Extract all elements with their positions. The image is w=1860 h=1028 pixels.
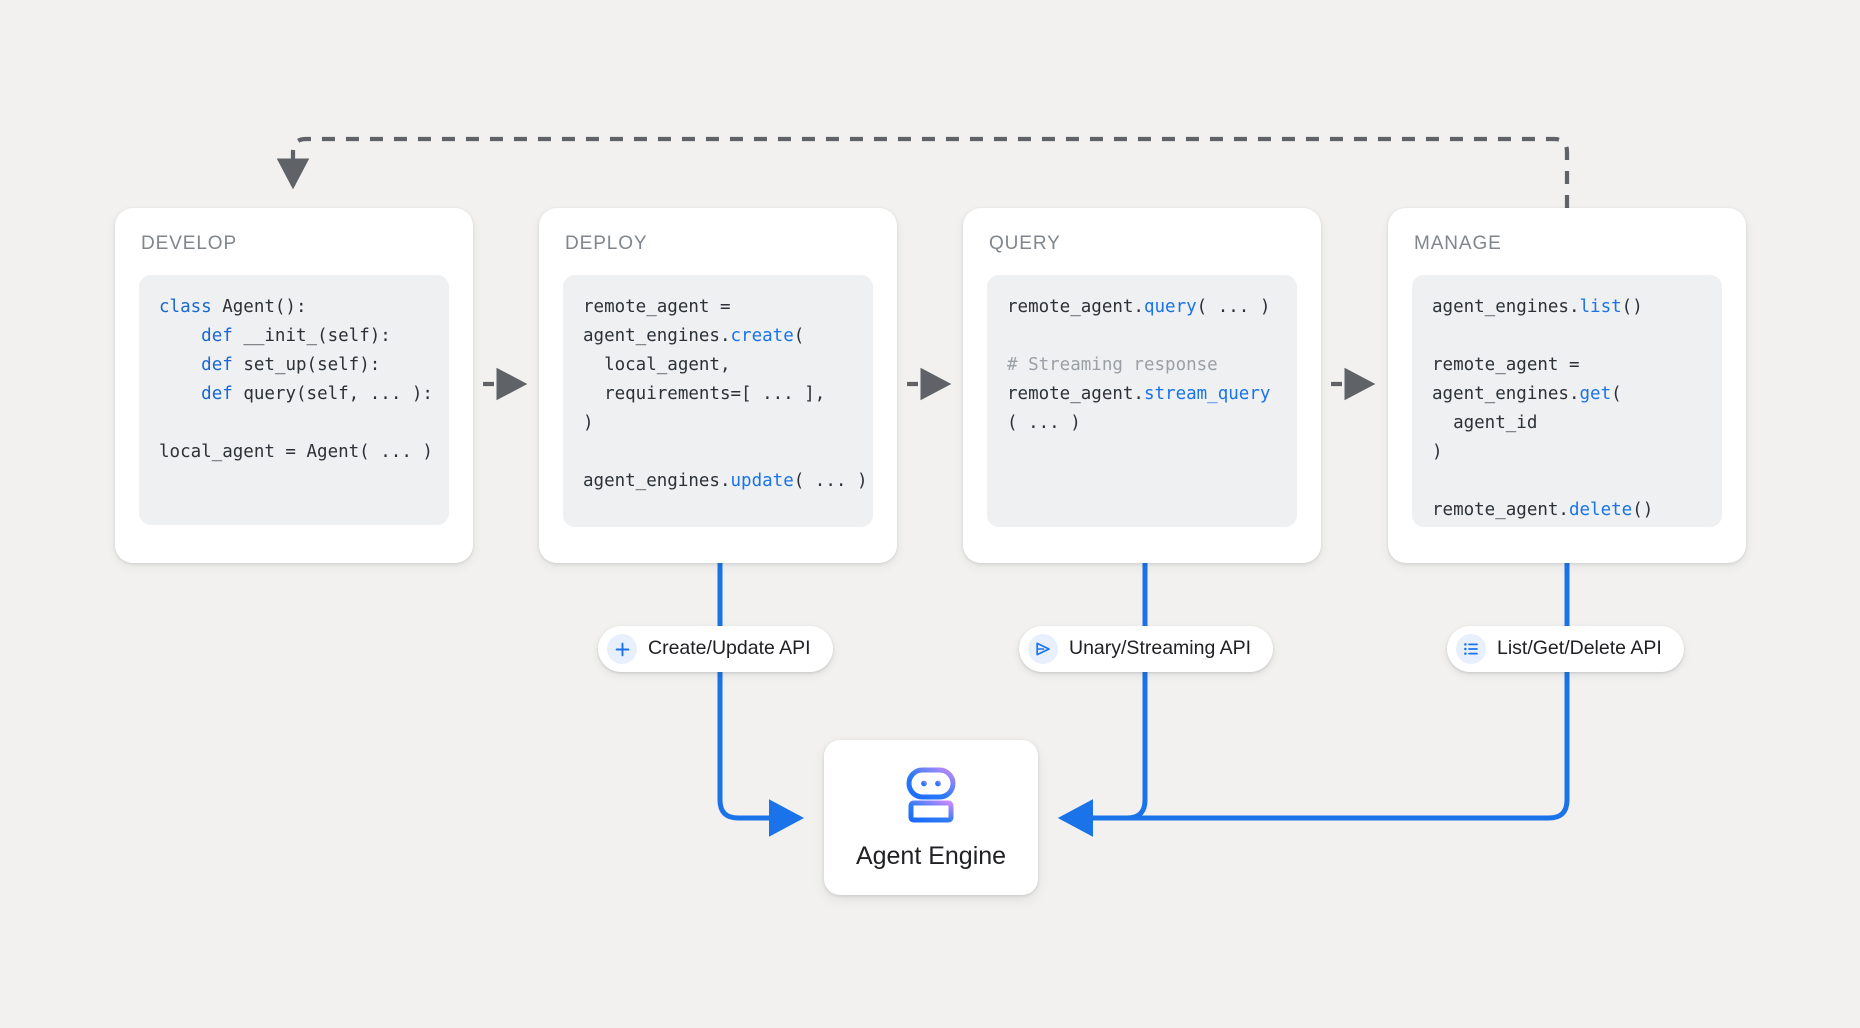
- code-line: agent_id: [1432, 413, 1538, 433]
- code-block-develop: class Agent(): def __init_(self): def se…: [139, 275, 449, 525]
- code-line: def __init_(self):: [201, 326, 391, 346]
- stage-title-develop: DEVELOP: [141, 233, 238, 254]
- stage-title-manage: MANAGE: [1414, 233, 1502, 254]
- api-pill-label: Create/Update API: [648, 637, 811, 660]
- code-blank-line: [159, 409, 431, 438]
- code-line: class Agent():: [159, 297, 307, 317]
- stage-card-manage: MANAGE agent_engines.list() remote_agent …: [1388, 208, 1746, 563]
- code-blank-line: [583, 438, 855, 467]
- code-line: local_agent,: [583, 355, 731, 375]
- connector-query-to-engine: [1057, 563, 1148, 837]
- code-line: def set_up(self):: [201, 355, 381, 375]
- code-blank-line: [1007, 322, 1279, 351]
- code-line: requirements=[ ... ],: [583, 384, 826, 404]
- code-line: agent_engines.list(): [1432, 297, 1643, 317]
- api-pill-create-update[interactable]: Create/Update API: [598, 626, 833, 672]
- agent-engine-node[interactable]: Agent Engine: [824, 740, 1038, 895]
- code-line: ( ... ): [1007, 413, 1081, 433]
- connector-manage-to-develop: [276, 136, 1570, 208]
- send-triangle-icon: [1028, 634, 1058, 664]
- code-line: remote_agent.stream_query: [1007, 384, 1271, 404]
- connector-manage-to-engine: [1057, 563, 1570, 837]
- code-line: remote_agent =: [583, 297, 731, 317]
- stage-card-query: QUERY remote_agent.query( ... ) # Streami…: [963, 208, 1321, 563]
- agent-engine-label: Agent Engine: [855, 841, 1007, 870]
- code-line: def query(self, ... ):: [201, 384, 433, 404]
- code-blank-line: [1432, 322, 1704, 351]
- code-line: ): [583, 413, 594, 433]
- code-line: remote_agent.query( ... ): [1007, 297, 1271, 317]
- api-pill-label: List/Get/Delete API: [1497, 637, 1662, 660]
- connector-deploy-to-engine: [717, 563, 805, 837]
- code-blank-line: [1432, 467, 1704, 496]
- code-line: local_agent = Agent( ... ): [159, 442, 433, 462]
- stage-title-deploy: DEPLOY: [565, 233, 648, 254]
- code-line: agent_engines.get(: [1432, 384, 1622, 404]
- api-pill-label: Unary/Streaming API: [1069, 637, 1252, 660]
- code-block-query: remote_agent.query( ... ) # Streaming res…: [987, 275, 1297, 527]
- code-line: # Streaming response: [1007, 355, 1218, 375]
- stage-card-develop: DEVELOP class Agent(): def __init_(self)…: [115, 208, 473, 563]
- code-line: ): [1432, 442, 1443, 462]
- stage-card-deploy: DEPLOY remote_agent = agent_engines.creat…: [539, 208, 897, 563]
- robot-icon: [900, 767, 962, 828]
- code-block-manage: agent_engines.list() remote_agent = agent_…: [1412, 275, 1722, 527]
- plus-icon: [607, 634, 637, 664]
- code-line: remote_agent.delete(): [1432, 500, 1654, 520]
- code-line: agent_engines.update( ... ): [583, 471, 868, 491]
- api-pill-unary-streaming[interactable]: Unary/Streaming API: [1019, 626, 1274, 672]
- code-line: remote_agent =: [1432, 355, 1580, 375]
- code-line: agent_engines.create(: [583, 326, 805, 346]
- api-pill-list-get-delete[interactable]: List/Get/Delete API: [1447, 626, 1684, 672]
- list-icon: [1456, 634, 1486, 664]
- stage-title-query: QUERY: [989, 233, 1061, 254]
- code-block-deploy: remote_agent = agent_engines.create( loca…: [563, 275, 873, 527]
